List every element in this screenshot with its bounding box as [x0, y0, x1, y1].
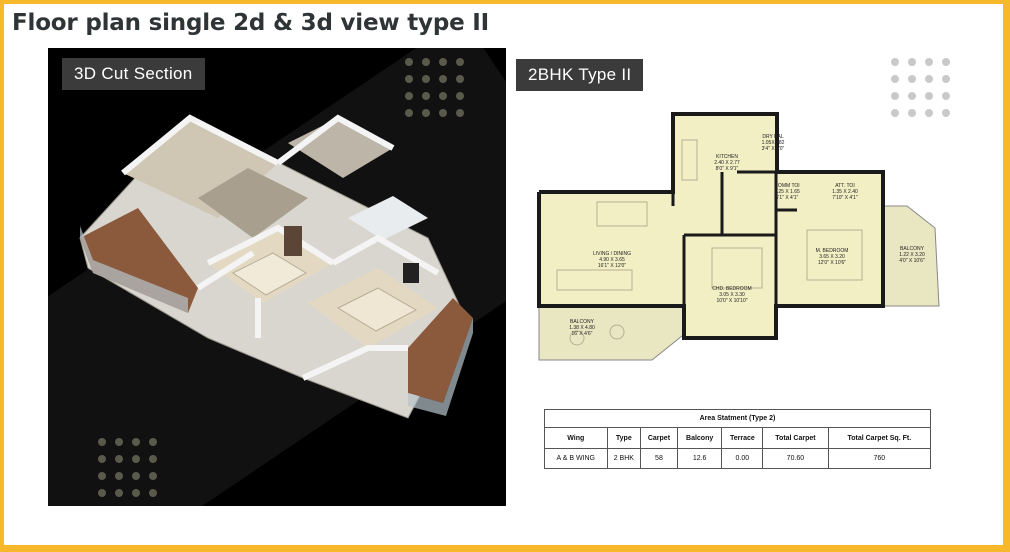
room-name-balcony-front: BALCONY — [570, 319, 595, 325]
bed-1 — [232, 252, 307, 296]
room-name-dry-bal: DRY BAL — [762, 134, 783, 140]
render-panel: 3D Cut Section — [48, 48, 506, 506]
room-imp-living: 16'1" X 12'0" — [598, 263, 626, 269]
table-row: A & B WING 2 BHK 58 12.6 0.00 70.60 760 — [544, 448, 932, 469]
3d-render-illustration — [79, 114, 473, 419]
room-imp-balcony-front: 16' X 4'6" — [572, 331, 593, 337]
cell-total-sqft: 760 — [827, 448, 932, 469]
dining-room — [198, 168, 308, 238]
room-name-balcony-side: BALCONY — [900, 246, 925, 252]
tv-unit — [403, 263, 419, 283]
room-size-child: 3.05 X 3.30 — [719, 292, 745, 298]
toilet — [348, 196, 428, 240]
kitchen — [288, 118, 393, 178]
col-header-wing: Wing — [544, 427, 608, 449]
room-size-dry-bal: 1.05X1.82 — [762, 140, 785, 146]
room-size-living: 4.90 X 3.65 — [599, 257, 625, 263]
room-name-kitchen: KITCHEN — [716, 154, 738, 160]
balcony-rail-left — [80, 226, 188, 313]
cell-wing: A & B WING — [544, 448, 608, 469]
page-title: Floor plan single 2d & 3d view type II — [12, 10, 490, 36]
cell-type: 2 BHK — [606, 448, 642, 469]
room-name-living: LIVING / DINING — [593, 251, 631, 257]
balcony-front — [538, 305, 688, 361]
room-imp-master: 12'0" X 10'6" — [818, 260, 846, 266]
room-size-master: 3.65 X 3.20 — [819, 254, 845, 260]
room-imp-balcony-side: 4'0" X 10'6" — [899, 258, 925, 264]
plan-label: 2BHK Type II — [516, 59, 644, 91]
walls — [121, 114, 440, 381]
room-name-master: M. BEDROOM — [816, 248, 849, 254]
col-header-type: Type — [606, 427, 642, 449]
bed-2 — [336, 287, 418, 332]
cell-total-carpet: 70.60 — [762, 448, 829, 469]
dots-decoration-top — [405, 58, 464, 117]
col-header-terrace: Terrace — [721, 427, 764, 449]
col-header-balcony: Balcony — [676, 427, 723, 449]
inner-walls — [671, 170, 797, 306]
col-header-total-carpet: Total Carpet — [762, 427, 829, 449]
col-header-carpet: Carpet — [640, 427, 678, 449]
dots-decoration-right — [891, 58, 950, 117]
plan-fill — [539, 114, 883, 338]
room-imp-comm-toi: 6'1" X 4'1" — [776, 195, 799, 201]
room-imp-child: 10'0" X 10'10" — [716, 298, 747, 304]
dots-decoration-bottom — [98, 438, 157, 497]
table-caption: Area Statment (Type 2) — [544, 409, 931, 428]
area-table: Area Statment (Type 2) Wing Type Carpet … — [544, 409, 932, 469]
balcony-deck-right — [408, 298, 473, 403]
cell-balcony: 12.6 — [676, 448, 723, 469]
wardrobe — [284, 226, 302, 256]
room-size-comm-toi: 1.25 X 1.65 — [774, 189, 800, 195]
room-size-kitchen: 2.40 X 2.77 — [714, 160, 740, 166]
room-size-balcony-side: 1.22 X 3.20 — [899, 252, 925, 258]
room-name-att-toi: ATT. TOI — [835, 183, 854, 189]
room-imp-dry-bal: 3'4" X 6'0" — [762, 146, 785, 152]
balcony-rail-right — [408, 318, 473, 416]
cell-carpet: 58 — [640, 448, 678, 469]
room-imp-kitchen: 8'0" X 9'1" — [716, 166, 739, 172]
table-header-row: Wing Type Carpet Balcony Terrace Total C… — [544, 427, 932, 449]
room-name-comm-toi: COMM TOI — [774, 183, 799, 189]
room-size-att-toi: 1.35 X 2.40 — [832, 189, 858, 195]
room-name-child: CHD. BEDROOM — [712, 286, 751, 292]
balcony-deck-left — [80, 208, 198, 313]
furniture — [556, 139, 863, 346]
col-header-total-sqft: Total Carpet Sq. Ft. — [827, 427, 932, 449]
render-label: 3D Cut Section — [62, 58, 205, 90]
floor-plan: DRY BAL 1.05X1.82 3'4" X 6'0" KITCHEN 2.… — [537, 110, 942, 370]
room-imp-att-toi: 7'10" X 4'1" — [832, 195, 858, 201]
room-size-balcony-front: 1.38 X 4.80 — [569, 325, 595, 331]
floor-plan-drawing: DRY BAL 1.05X1.82 3'4" X 6'0" KITCHEN 2.… — [537, 112, 940, 361]
cell-terrace: 0.00 — [721, 448, 764, 469]
